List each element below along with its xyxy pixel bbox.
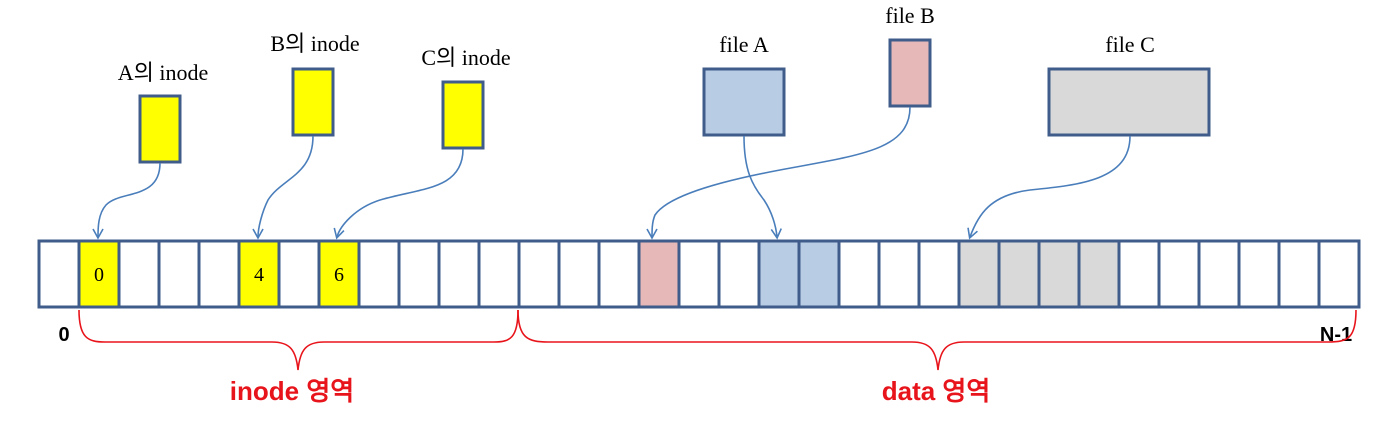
disk-block <box>1079 241 1119 307</box>
file-label-a: file A <box>719 32 769 57</box>
block-number: 6 <box>334 264 344 286</box>
disk-block <box>1119 241 1159 307</box>
inode-label-c: C의 inode <box>421 45 510 70</box>
disk-outline <box>37 239 1361 309</box>
file-label-b: file B <box>885 3 935 28</box>
disk-block <box>679 241 719 307</box>
disk-block <box>1279 241 1319 307</box>
data-region-brace <box>517 309 1357 371</box>
block-number: 4 <box>254 264 264 286</box>
disk-block <box>639 241 679 307</box>
disk-block-row: 0 4 6 <box>37 239 1361 309</box>
disk-block <box>719 241 759 307</box>
inode-box-b <box>291 67 335 137</box>
file-label-c: file C <box>1105 32 1155 57</box>
file-box-a <box>702 67 786 137</box>
arrow-file-b <box>646 106 911 240</box>
disk-block <box>559 241 599 307</box>
block-number: 0 <box>94 264 104 286</box>
inode-region-label: inode 영역 <box>230 376 354 406</box>
disk-block <box>239 241 279 307</box>
disk-block <box>479 241 519 307</box>
disk-block <box>79 241 119 307</box>
file-box-b <box>888 38 932 108</box>
disk-block <box>359 241 399 307</box>
inode-box-c <box>441 80 485 150</box>
file-box-c <box>1047 67 1211 137</box>
arrow-file-c <box>967 135 1131 240</box>
disk-block <box>159 241 199 307</box>
inode-box-a <box>138 94 182 164</box>
data-region-label: data 영역 <box>882 376 991 406</box>
disk-block <box>959 241 999 307</box>
inode-region-brace <box>78 309 519 371</box>
disk-block <box>1199 241 1239 307</box>
disk-block <box>1319 241 1359 307</box>
disk-block <box>919 241 959 307</box>
disk-start-label: 0 <box>58 324 69 346</box>
disk-block <box>439 241 479 307</box>
arrows <box>92 106 1131 240</box>
inode-label-b: B의 inode <box>270 31 359 56</box>
arrow-inode-b <box>252 135 314 240</box>
disk-block <box>399 241 439 307</box>
disk-block <box>519 241 559 307</box>
disk-block <box>1159 241 1199 307</box>
disk-block <box>39 241 79 307</box>
disk-block <box>799 241 839 307</box>
disk-block <box>879 241 919 307</box>
arrow-inode-a <box>92 162 161 240</box>
disk-block <box>839 241 879 307</box>
disk-block <box>1039 241 1079 307</box>
disk-block <box>319 241 359 307</box>
inode-label-a: A의 inode <box>118 60 209 85</box>
arrow-inode-c <box>333 148 464 240</box>
arrow-file-a <box>743 135 782 240</box>
disk-block <box>279 241 319 307</box>
disk-block <box>599 241 639 307</box>
disk-block <box>999 241 1039 307</box>
disk-block <box>119 241 159 307</box>
disk-block <box>1239 241 1279 307</box>
disk-block <box>759 241 799 307</box>
disk-block <box>199 241 239 307</box>
